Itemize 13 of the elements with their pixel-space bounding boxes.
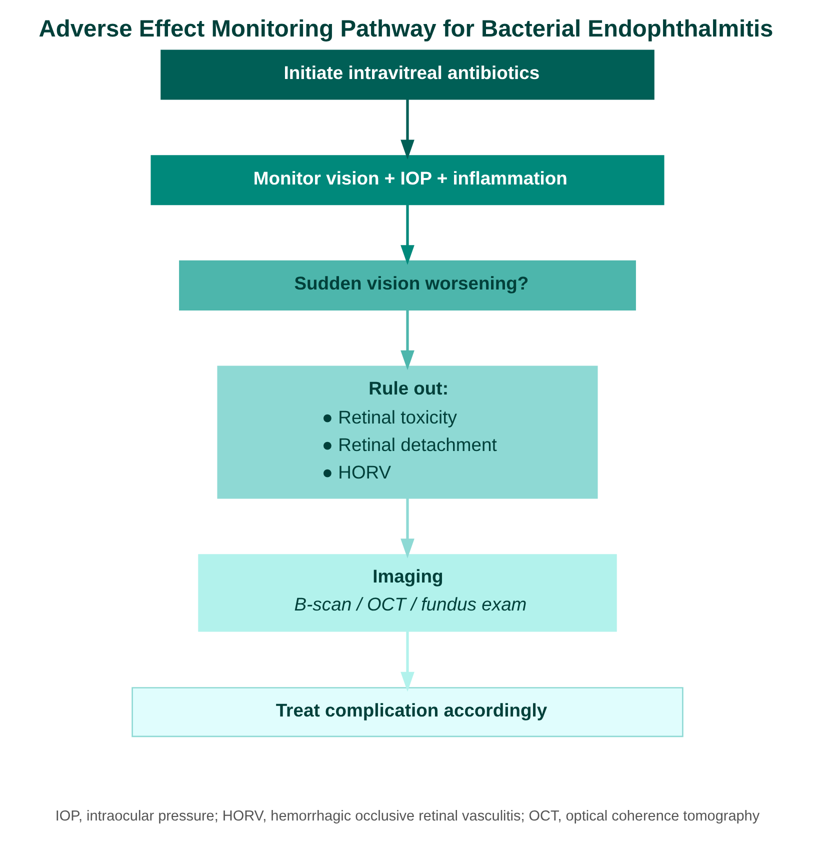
arrow <box>400 310 414 370</box>
diagram-title: Adverse Effect Monitoring Pathway for Bacterial Endophthalmitis <box>38 16 773 42</box>
arrow <box>400 99 414 160</box>
node-box: Monitor vision + IOP + inflammation <box>150 155 664 206</box>
node-box: Imaging B-scan / OCT / fundus exam <box>198 554 616 632</box>
node-box: Rule out: ● Retinal toxicity ● Retinal detachment ● HORV <box>216 366 598 499</box>
caption: IOP, intraocular pressure; HORV, hemorrhagic occlusive retinal vasculitis; OCT, optical coherence tomography <box>54 808 760 824</box>
node-box: Initiate intravitreal antibiotics <box>160 50 654 100</box>
arrow <box>400 498 414 558</box>
node-box: Sudden vision worsening? <box>178 260 636 310</box>
node-box: Treat complication accordingly <box>131 687 683 738</box>
arrow <box>400 204 414 265</box>
arrow <box>400 631 414 692</box>
